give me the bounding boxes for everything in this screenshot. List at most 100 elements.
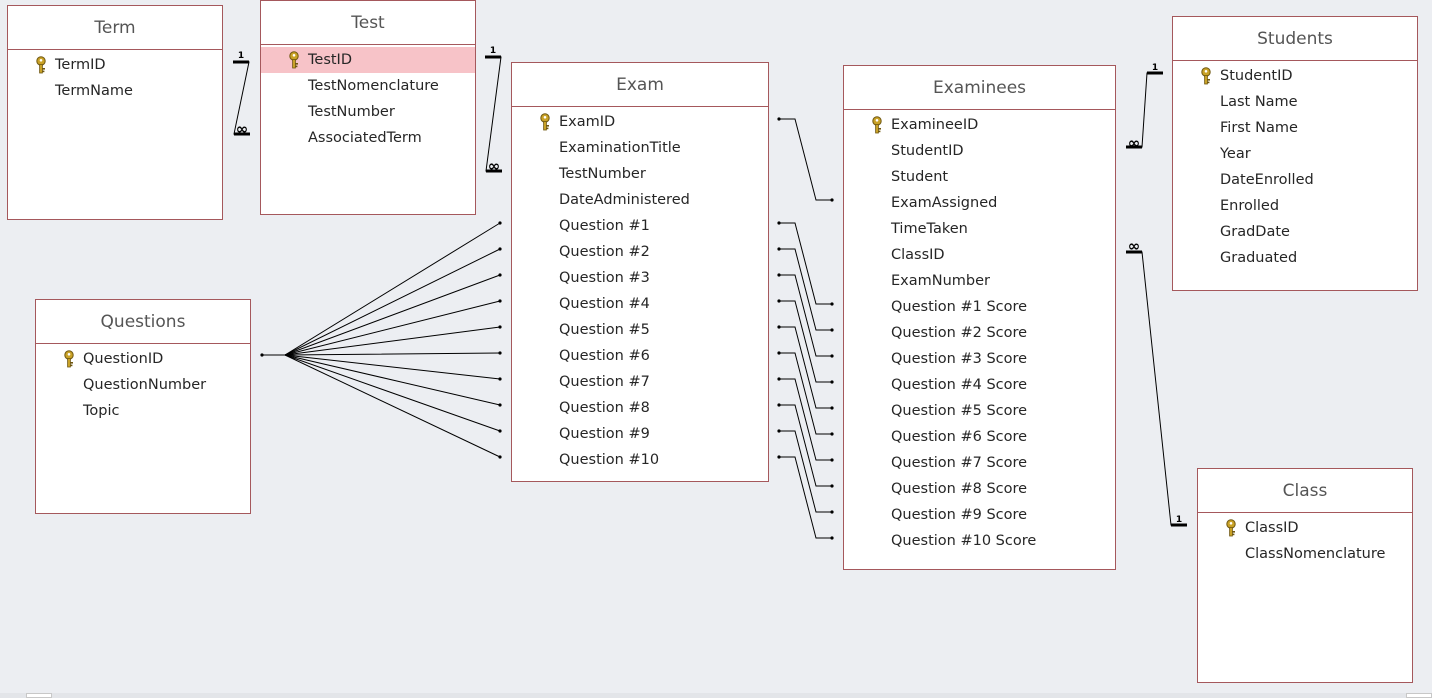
field-row[interactable]: ExamineeID [844,112,1115,138]
field-row[interactable]: Question #7 [512,369,768,395]
field-name: QuestionNumber [83,377,207,393]
field-row[interactable]: Last Name [1173,89,1417,115]
field-row[interactable]: StudentID [844,138,1115,164]
field-row[interactable]: Question #6 [512,343,768,369]
field-row[interactable]: ClassID [1198,515,1412,541]
table-title[interactable]: Test [261,1,475,45]
relationship-line[interactable] [779,352,832,435]
relationship-line[interactable] [779,456,832,539]
field-row[interactable]: StudentID [1173,63,1417,89]
field-row[interactable]: TestNomenclature [261,73,475,99]
field-row[interactable]: ExamAssigned [844,190,1115,216]
field-name: Question #3 [559,270,650,286]
field-name: ExaminationTitle [559,140,681,156]
field-row[interactable]: DateEnrolled [1173,167,1417,193]
table-title[interactable]: Exam [512,63,768,107]
field-row[interactable]: Question #9 Score [844,502,1115,528]
field-name: ClassID [1245,520,1299,536]
field-row[interactable]: TimeTaken [844,216,1115,242]
table-title[interactable]: Examinees [844,66,1115,110]
field-row[interactable]: ExamID [512,109,768,135]
field-name: Question #6 Score [891,429,1028,445]
field-row[interactable]: AssociatedTerm [261,125,475,151]
cardinality-many: ∞ [1128,134,1141,152]
field-row[interactable]: Question #2 Score [844,320,1115,346]
field-row[interactable]: QuestionNumber [36,372,250,398]
table-title[interactable]: Term [8,6,222,50]
relationship-line[interactable] [779,378,832,461]
field-row[interactable]: TermID [8,52,222,78]
field-row[interactable]: Question #3 Score [844,346,1115,372]
relationship-line[interactable] [485,56,502,172]
field-row[interactable]: Year [1173,141,1417,167]
field-row[interactable]: Question #4 [512,291,768,317]
field-row[interactable]: ClassID [844,242,1115,268]
field-row[interactable]: TestNumber [261,99,475,125]
relationship-line[interactable] [779,274,832,357]
relationship-endpoint [498,247,502,251]
field-row[interactable]: Question #10 Score [844,528,1115,554]
cardinality-one: 1 [1152,63,1158,73]
relationship-line[interactable] [1126,251,1187,526]
field-row[interactable]: Question #5 [512,317,768,343]
relationship-line[interactable] [262,222,501,356]
scroll-left-button[interactable] [26,693,52,698]
relationship-line[interactable] [262,354,501,432]
field-row[interactable]: ClassNomenclature [1198,541,1412,567]
field-row[interactable]: Graduated [1173,245,1417,271]
field-row[interactable]: First Name [1173,115,1417,141]
field-row[interactable]: Question #8 Score [844,476,1115,502]
field-row[interactable]: Question #10 [512,447,768,473]
field-row[interactable]: Question #5 Score [844,398,1115,424]
relationship-line[interactable] [779,404,832,487]
field-row[interactable]: Topic [36,398,250,424]
relationship-line[interactable] [262,354,501,458]
relationship-endpoint [830,328,834,332]
horizontal-scrollbar[interactable] [0,693,1432,698]
field-row[interactable]: DateAdministered [512,187,768,213]
relationship-line[interactable] [779,118,832,201]
field-name: Topic [83,403,120,419]
field-row[interactable]: ExamNumber [844,268,1115,294]
relationship-line[interactable] [779,430,832,513]
field-row[interactable]: Question #3 [512,265,768,291]
field-row[interactable]: TermName [8,78,222,104]
relationship-line[interactable] [262,354,501,380]
field-row[interactable]: Question #8 [512,395,768,421]
field-row[interactable]: Student [844,164,1115,190]
relationship-line[interactable] [779,300,832,383]
field-row[interactable]: Enrolled [1173,193,1417,219]
relationship-line[interactable] [779,248,832,331]
field-row[interactable]: Question #4 Score [844,372,1115,398]
field-row[interactable]: Question #1 Score [844,294,1115,320]
field-row[interactable]: GradDate [1173,219,1417,245]
field-row[interactable]: Question #1 [512,213,768,239]
key-icon [538,113,552,131]
field-name: Question #1 [559,218,650,234]
table-class[interactable]: Class ClassID ClassNomenclature [1197,468,1413,683]
field-row[interactable]: ExaminationTitle [512,135,768,161]
relationship-line[interactable] [779,326,832,409]
relationship-line[interactable] [779,222,832,305]
field-name: ExamID [559,114,616,130]
field-row[interactable]: Question #2 [512,239,768,265]
field-row[interactable]: TestID [261,47,475,73]
table-title[interactable]: Class [1198,469,1412,513]
relationship-line[interactable] [262,248,501,356]
table-title[interactable]: Questions [36,300,250,344]
field-row[interactable]: Question #7 Score [844,450,1115,476]
relationship-line[interactable] [262,354,501,406]
table-title[interactable]: Students [1173,17,1417,61]
field-row[interactable]: Question #9 [512,421,768,447]
field-row[interactable]: QuestionID [36,346,250,372]
scroll-right-button[interactable] [1406,693,1432,698]
field-row[interactable]: TestNumber [512,161,768,187]
field-name: DateEnrolled [1220,172,1314,188]
field-row[interactable]: Question #6 Score [844,424,1115,450]
